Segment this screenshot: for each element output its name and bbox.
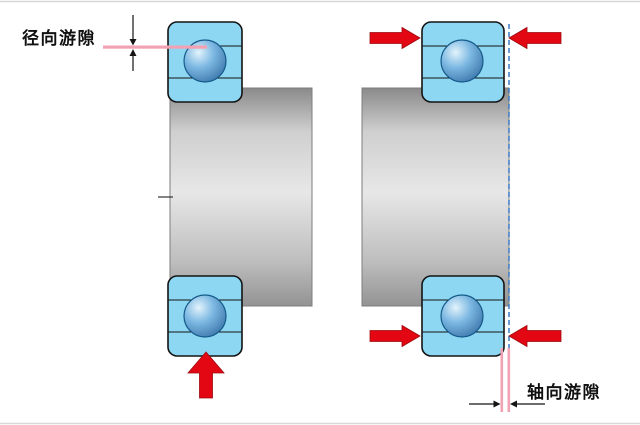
arrow-right-bottom-icon bbox=[369, 324, 421, 348]
axial-clearance-gap-line-right bbox=[507, 348, 511, 412]
axial-clearance-gap-line-left bbox=[500, 348, 504, 412]
radial-clearance-callout bbox=[103, 15, 207, 71]
arrow-right-top-icon bbox=[369, 26, 421, 50]
right-bottom-ball bbox=[440, 294, 484, 338]
axial-clearance-callout bbox=[469, 348, 545, 412]
axial-clearance-label: 轴向游隙 bbox=[527, 383, 601, 403]
left-top-ball bbox=[183, 39, 227, 83]
radial-dim-arrow-down-icon bbox=[129, 39, 137, 46]
left-shaft bbox=[169, 87, 313, 307]
right-top-ball bbox=[440, 39, 484, 83]
arrow-up-icon bbox=[187, 351, 225, 399]
axial-dim-arrow-left-icon bbox=[510, 400, 517, 408]
right-bearing-assembly bbox=[361, 21, 562, 360]
arrow-left-top-icon bbox=[508, 26, 562, 50]
arrow-left-bottom-icon bbox=[508, 324, 562, 348]
axial-dim-arrow-right-icon bbox=[493, 400, 501, 408]
left-bearing-assembly bbox=[158, 21, 313, 399]
radial-clearance-gap-line bbox=[103, 45, 207, 49]
radial-dim-arrow-up-icon bbox=[129, 49, 137, 56]
left-bottom-ball bbox=[183, 294, 227, 338]
radial-clearance-label: 径向游隙 bbox=[22, 29, 96, 49]
right-shaft bbox=[361, 87, 510, 307]
